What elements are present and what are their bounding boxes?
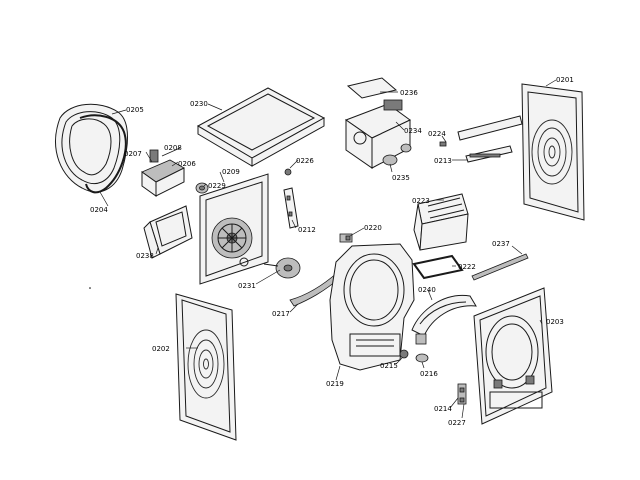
heater-module-part <box>344 77 412 169</box>
fan-wheel-part <box>263 257 301 279</box>
label-0230: 0230 <box>190 100 208 108</box>
label-0216: 0216 <box>420 370 438 378</box>
air-duct-part <box>411 294 477 345</box>
label-0238: 0238 <box>136 252 154 260</box>
label-0236: 0236 <box>400 89 418 97</box>
label-0219: 0219 <box>326 380 344 388</box>
door-lock-part <box>141 149 185 197</box>
label-0237: 0237 <box>492 240 510 248</box>
filter-housing-part <box>413 193 469 251</box>
screw-part <box>284 168 292 176</box>
label-0209: 0209 <box>222 168 240 176</box>
filter-gasket-part <box>412 254 464 280</box>
label-0205: 0205 <box>126 106 144 114</box>
clip-part <box>399 349 429 363</box>
label-0202: 0202 <box>152 345 170 353</box>
side-panel-left-part <box>175 293 237 441</box>
part-labels: 0205 0204 0207 0208 0206 0230 0209 0229 … <box>90 76 574 427</box>
label-0206: 0206 <box>178 160 196 168</box>
bracket-part <box>143 205 193 259</box>
label-0229: 0229 <box>208 182 226 190</box>
leader-lines <box>99 79 557 419</box>
rod-part <box>471 253 529 281</box>
fitting-part <box>339 233 353 243</box>
label-0227: 0227 <box>448 419 466 427</box>
label-0208: 0208 <box>164 144 182 152</box>
front-panel-part <box>473 287 553 425</box>
label-0214: 0214 <box>434 405 452 413</box>
door-gasket-part <box>55 103 128 194</box>
label-0203: 0203 <box>546 318 564 326</box>
label-0231: 0231 <box>238 282 256 290</box>
label-0207: 0207 <box>124 150 142 158</box>
label-0235: 0235 <box>392 174 410 182</box>
label-0234: 0234 <box>404 127 422 135</box>
front-bulkhead-part <box>329 243 415 371</box>
label-0226: 0226 <box>296 157 314 165</box>
top-cover-part <box>196 87 326 167</box>
rear-wall-part <box>199 173 269 285</box>
label-0240: 0240 <box>418 286 436 294</box>
label-0201: 0201 <box>556 76 574 84</box>
label-0223: 0223 <box>412 197 430 205</box>
strip-part <box>283 187 299 229</box>
label-0224: 0224 <box>428 130 446 138</box>
hinge-part <box>457 383 467 405</box>
control-strip-part <box>439 115 523 163</box>
label-0215: 0215 <box>380 362 398 370</box>
label-0220: 0220 <box>364 224 382 232</box>
label-0212: 0212 <box>298 226 316 234</box>
label-0217: 0217 <box>272 310 290 318</box>
knob-part <box>195 182 209 194</box>
label-0213: 0213 <box>434 157 452 165</box>
label-0204: 0204 <box>90 206 108 214</box>
stray-dot <box>89 287 91 289</box>
label-0222: 0222 <box>458 263 476 271</box>
side-panel-right-part <box>521 83 585 221</box>
